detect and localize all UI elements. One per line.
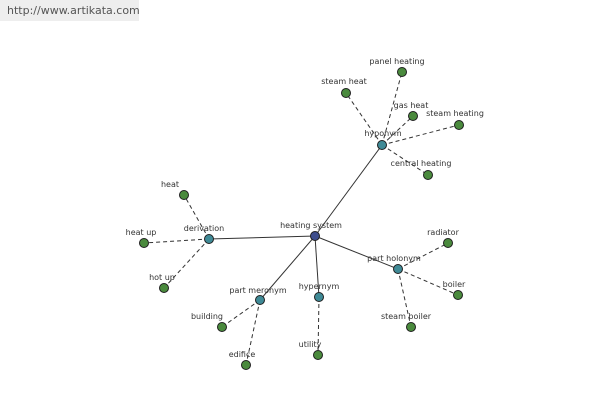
node-part-holonym[interactable] — [393, 264, 403, 274]
node-boiler-label[interactable]: boiler — [443, 280, 466, 289]
node-panel-heating[interactable] — [397, 67, 407, 77]
node-hypernym[interactable] — [314, 292, 324, 302]
node-part-holonym-label[interactable]: part holonym — [367, 254, 421, 263]
node-utility[interactable] — [313, 350, 323, 360]
node-radiator-label[interactable]: radiator — [427, 228, 459, 237]
node-hot-up[interactable] — [159, 283, 169, 293]
node-central-heating[interactable] — [423, 170, 433, 180]
edge-hyponym-gas-heat — [381, 115, 414, 146]
node-radiator[interactable] — [443, 238, 453, 248]
node-steam-boiler-label[interactable]: steam boiler — [381, 312, 432, 321]
edge-heating-system-part-holonym — [314, 235, 399, 270]
node-derivation[interactable] — [204, 234, 214, 244]
edge-part-meronym-building — [221, 299, 261, 328]
node-edifice[interactable] — [241, 360, 251, 370]
node-heat-up[interactable] — [139, 238, 149, 248]
node-utility-label[interactable]: utility — [299, 340, 322, 349]
node-hypernym-label[interactable]: hypernym — [299, 282, 340, 291]
edge-hyponym-panel-heating — [381, 71, 403, 146]
node-part-meronym[interactable] — [255, 295, 265, 305]
edge-part-holonym-radiator — [397, 242, 449, 270]
site-banner: http://www.artikata.com — [0, 0, 140, 21]
node-heating-system-label[interactable]: heating system — [280, 221, 342, 230]
node-heating-system[interactable] — [310, 231, 320, 241]
node-hot-up-label[interactable]: hot up — [149, 273, 175, 282]
edge-part-holonym-steam-boiler — [397, 268, 412, 328]
edge-heating-system-part-meronym — [259, 235, 316, 301]
node-part-meronym-label[interactable]: part meronym — [229, 286, 286, 295]
node-derivation-label[interactable]: derivation — [184, 224, 224, 233]
node-heat-up-label[interactable]: heat up — [126, 228, 157, 237]
node-boiler[interactable] — [453, 290, 463, 300]
node-layer — [139, 67, 464, 370]
node-edifice-label[interactable]: edifice — [229, 350, 256, 359]
node-hyponym-label[interactable]: hyponym — [364, 129, 402, 138]
edge-hypernym-utility — [317, 296, 320, 356]
edge-heating-system-hypernym — [314, 235, 320, 298]
edge-layer — [143, 71, 460, 366]
node-hyponym[interactable] — [377, 140, 387, 150]
node-steam-heat[interactable] — [341, 88, 351, 98]
edge-hyponym-steam-heat — [345, 92, 383, 146]
node-building-label[interactable]: building — [191, 312, 223, 321]
label-layer: heating system hyponym steam heat panel hea… — [126, 57, 484, 359]
node-steam-heating-label[interactable]: steam heating — [426, 109, 484, 118]
edge-heating-system-hyponym — [314, 144, 383, 237]
node-heat[interactable] — [179, 190, 189, 200]
node-central-heating-label[interactable]: central heating — [391, 159, 452, 168]
node-building[interactable] — [217, 322, 227, 332]
node-steam-boiler[interactable] — [406, 322, 416, 332]
node-gas-heat[interactable] — [408, 111, 418, 121]
edge-hyponym-central-heating — [381, 144, 429, 176]
node-panel-heating-label[interactable]: panel heating — [369, 57, 424, 66]
site-url[interactable]: http://www.artikata.com — [7, 4, 140, 17]
node-steam-heating[interactable] — [454, 120, 464, 130]
edge-hyponym-steam-heating — [381, 124, 460, 146]
node-steam-heat-label[interactable]: steam heat — [321, 77, 367, 86]
edge-derivation-heat — [183, 194, 210, 240]
node-gas-heat-label[interactable]: gas heat — [394, 101, 429, 110]
edge-derivation-heat-up — [143, 238, 210, 244]
edge-part-holonym-boiler — [397, 268, 459, 296]
edge-heating-system-derivation — [208, 235, 316, 240]
node-heat-label[interactable]: heat — [161, 180, 179, 189]
